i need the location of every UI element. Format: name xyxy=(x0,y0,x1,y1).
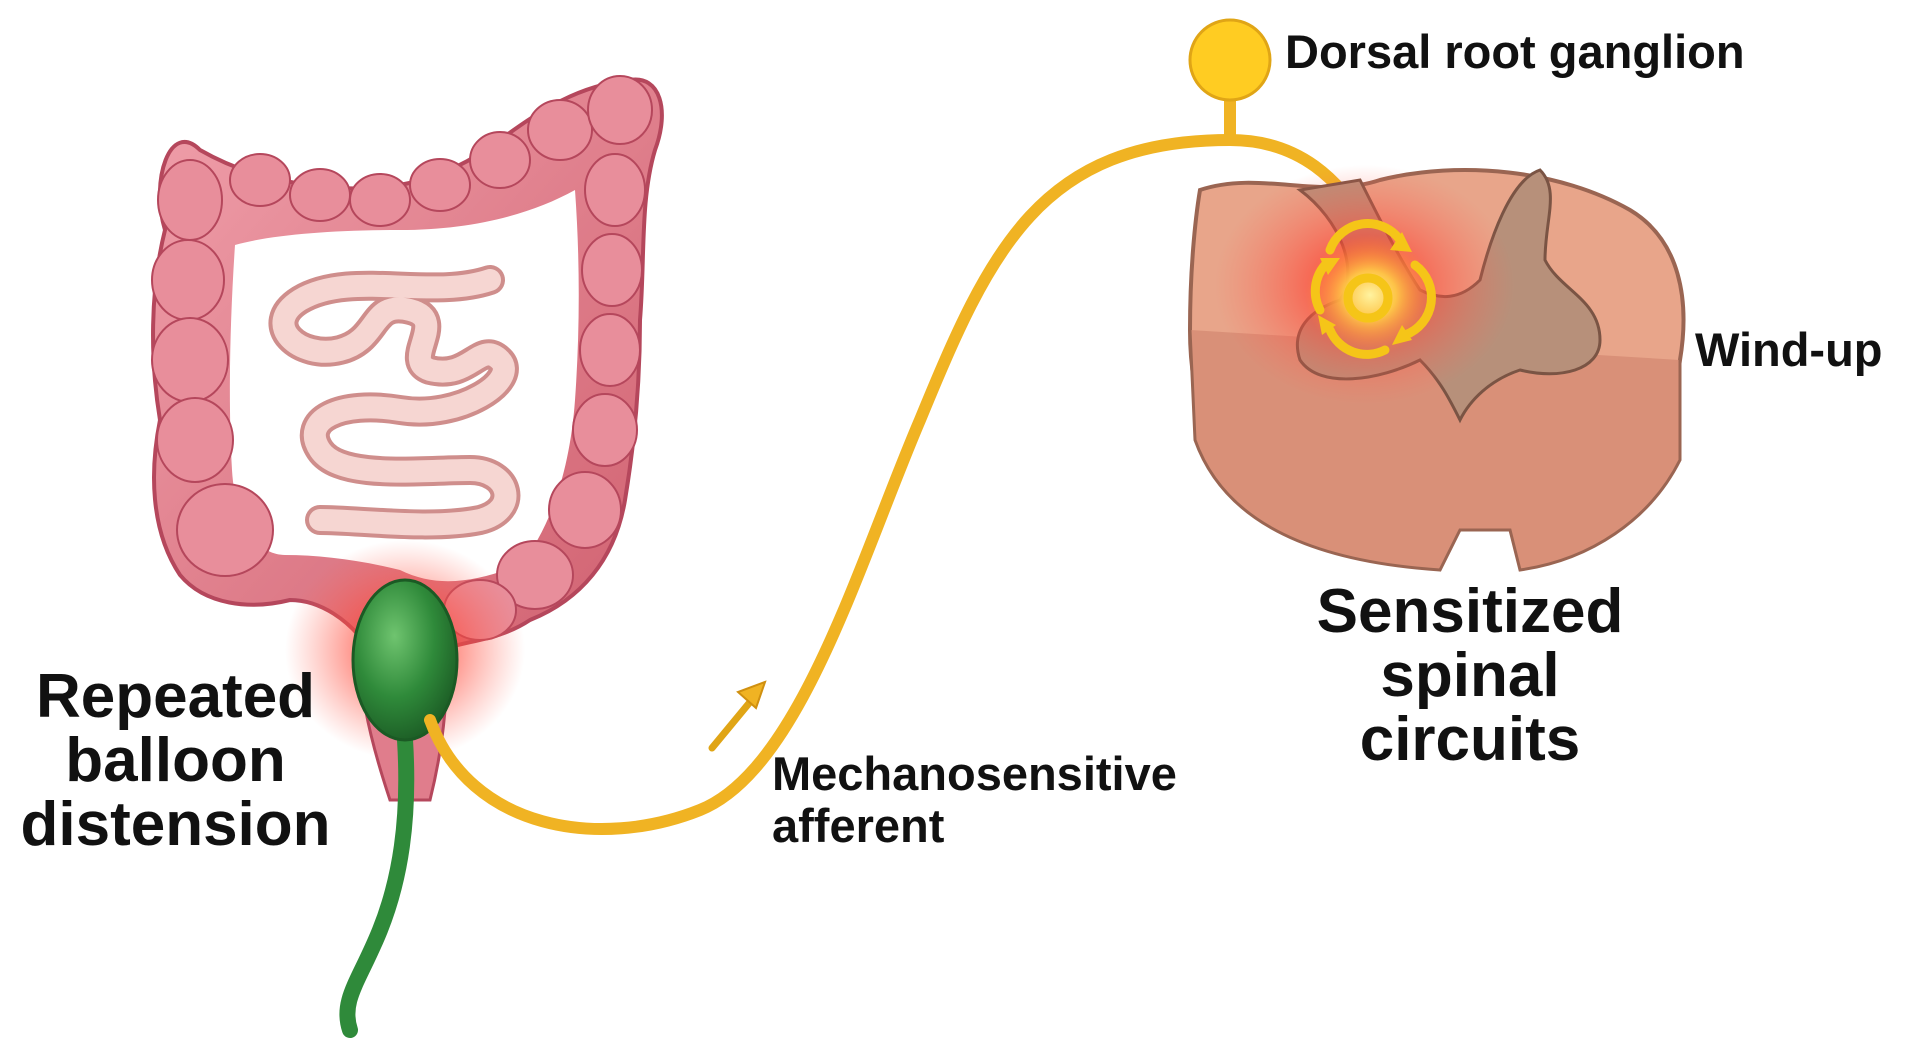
balloon-label-line-3: distension xyxy=(8,793,343,857)
afferent-label-line-2: afferent xyxy=(772,800,1177,852)
dorsal-root-ganglion xyxy=(1190,20,1270,100)
balloon-catheter xyxy=(347,580,457,1030)
signal-direction-arrow-icon xyxy=(712,682,765,748)
balloon-distension-label: Repeated balloon distension xyxy=(8,665,343,857)
windup-label: Wind-up xyxy=(1695,324,1883,376)
spinal-cord xyxy=(1190,165,1683,570)
spinal-label-line-1: Sensitized xyxy=(1290,580,1650,644)
sensitized-spinal-circuits-label: Sensitized spinal circuits xyxy=(1290,580,1650,772)
afferent-label-line-1: Mechanosensitive xyxy=(772,748,1177,800)
spinal-label-line-3: circuits xyxy=(1290,708,1650,772)
balloon-label-line-1: Repeated xyxy=(8,665,343,729)
dorsal-root-ganglion-label: Dorsal root ganglion xyxy=(1285,26,1745,78)
afferent-label: Mechanosensitive afferent xyxy=(772,748,1177,852)
windup-core-glow xyxy=(1305,235,1435,355)
balloon-label-line-2: balloon xyxy=(8,729,343,793)
balloon xyxy=(353,580,457,740)
spinal-label-line-2: spinal xyxy=(1290,644,1650,708)
